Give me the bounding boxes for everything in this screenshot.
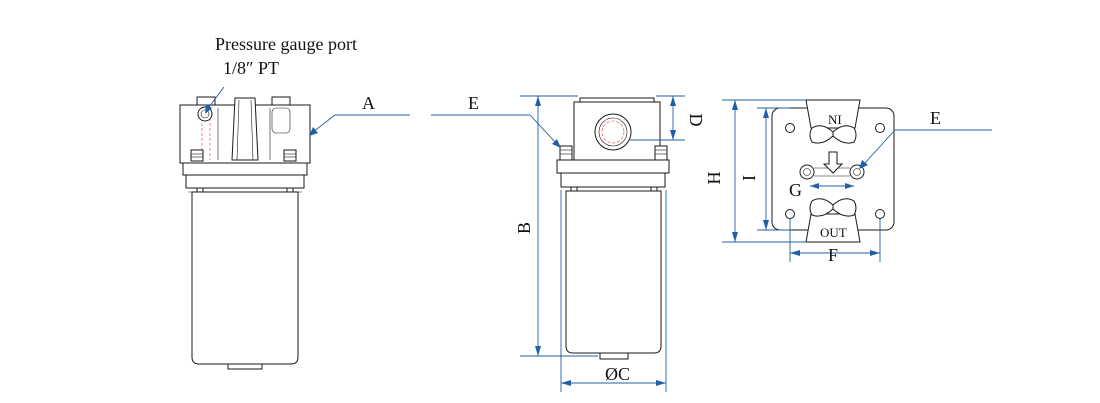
dimension-a-label: A [362, 93, 375, 113]
wing-nut-icon [809, 125, 834, 144]
side-port-icon [849, 164, 865, 180]
bolt [190, 149, 204, 162]
wing-nut-icon [809, 198, 834, 217]
gauge-port-boss [196, 96, 216, 106]
front-view-dimensions [431, 95, 685, 392]
front-view [556, 97, 670, 360]
dimension-g-label: G [789, 180, 802, 200]
front-view-drain [599, 352, 629, 360]
front-view-ring [560, 172, 666, 188]
bolt [654, 145, 668, 161]
side-view [179, 96, 311, 370]
mount-hole [875, 123, 885, 133]
inlet-label: NI [828, 112, 842, 127]
dimension-d-label: D [686, 114, 706, 127]
inlet-port [805, 99, 861, 129]
dimension-e-front-label: E [468, 93, 479, 113]
side-view-leaders [205, 86, 410, 136]
plan-view [771, 99, 895, 243]
side-view-spout [231, 97, 259, 161]
side-boss [271, 96, 291, 106]
front-view-bowl [565, 190, 662, 354]
dimension-i-label: I [739, 175, 759, 181]
dimension-c-label: ØC [605, 364, 630, 384]
bolt [559, 145, 573, 161]
dimension-b-label: B [514, 222, 534, 234]
mount-hole [785, 123, 795, 133]
dimension-f-label: F [828, 245, 838, 265]
mount-hole [785, 209, 795, 219]
side-port-icon [799, 164, 815, 180]
side-view-ring [185, 174, 305, 189]
front-view-cap [579, 97, 655, 103]
side-view-drain [227, 363, 263, 370]
front-port-icon [594, 113, 632, 151]
gauge-port-label: Pressure gauge port [215, 34, 357, 54]
dimension-e-plan-label: E [930, 108, 941, 128]
dimension-h-label: H [704, 172, 724, 185]
mount-hole [875, 209, 885, 219]
side-view-bowl [191, 191, 299, 365]
front-view-collar [556, 159, 670, 174]
gauge-size-label: 1/8″ PT [223, 58, 279, 78]
bolt [283, 149, 297, 162]
plan-view-dimensions [722, 99, 992, 262]
side-view-collar [182, 162, 308, 176]
outlet-label: OUT [820, 225, 847, 240]
flow-arrow-icon [822, 151, 844, 174]
